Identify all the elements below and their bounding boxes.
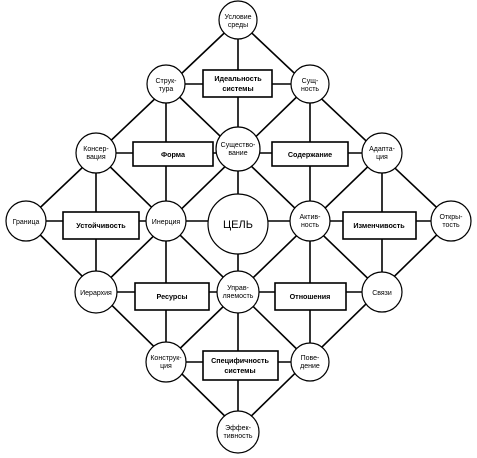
box-stability-label: Устойчивость xyxy=(76,221,126,230)
edge xyxy=(165,152,383,363)
edge xyxy=(95,152,311,363)
node-struct-line2: тура xyxy=(159,86,174,93)
edge xyxy=(25,19,239,222)
node-control-line2: ляемость xyxy=(223,293,254,300)
node-control-line1: Управ- xyxy=(227,285,249,292)
node-activity-line1: Актив- xyxy=(300,214,322,221)
box-relations: Отношения xyxy=(274,282,347,311)
node-essence-line1: Сущ- xyxy=(302,78,319,85)
node-behavior-line2: дение xyxy=(300,363,320,370)
node-adapt: Адапта- ция xyxy=(361,132,403,174)
node-open-line1: Откры- xyxy=(440,214,464,221)
node-effect: Эффек- тивность xyxy=(216,410,260,454)
box-form: Форма xyxy=(132,141,214,167)
node-existence-line2: вание xyxy=(228,150,247,157)
node-struct: Струк- тура xyxy=(146,64,186,104)
node-construct: Конструк- ция xyxy=(145,341,187,383)
node-effect-line1: Эффек- xyxy=(225,425,252,432)
node-inertia-label: Инерция xyxy=(152,219,181,226)
node-env-line2: среды xyxy=(228,22,248,29)
edge xyxy=(25,220,239,430)
node-construct-line1: Конструк- xyxy=(150,355,182,362)
box-relations-label: Отношения xyxy=(290,292,331,301)
edge xyxy=(237,19,452,222)
box-specific: Специфичность системы xyxy=(202,350,279,381)
edge xyxy=(237,220,452,430)
node-struct-line1: Струк- xyxy=(156,78,178,85)
box-resources-label: Ресурсы xyxy=(157,292,188,301)
node-activity-line2: ность xyxy=(301,222,319,229)
center-label: ЦЕЛЬ xyxy=(223,219,253,231)
node-conserv: Консер- вация xyxy=(75,132,117,174)
box-ideal: Идеальность системы xyxy=(202,69,273,98)
edge xyxy=(95,83,311,293)
node-control: Управ- ляемость xyxy=(216,270,260,314)
box-ideal-line2: системы xyxy=(222,84,253,93)
node-essence: Сущ- ность xyxy=(290,64,330,104)
node-links: Связи xyxy=(361,271,403,313)
box-form-label: Форма xyxy=(161,150,186,159)
box-stability: Устойчивость xyxy=(62,211,140,240)
box-resources: Ресурсы xyxy=(134,282,210,311)
node-behavior-line1: Пове- xyxy=(301,355,320,362)
node-open-line2: тость xyxy=(442,222,460,229)
node-effect-line2: тивность xyxy=(224,433,253,440)
box-specific-line1: Специфичность xyxy=(211,356,269,365)
node-conserv-line2: вация xyxy=(86,154,105,161)
box-variability-label: Изменчивость xyxy=(353,221,405,230)
box-variability: Изменчивость xyxy=(342,211,417,240)
node-existence-line1: Существо- xyxy=(221,142,256,149)
node-activity: Актив- ность xyxy=(289,200,331,242)
box-content: Содержание xyxy=(271,141,349,167)
node-conserv-line1: Консер- xyxy=(83,146,109,153)
node-adapt-line1: Адапта- xyxy=(369,146,395,153)
box-specific-line2: системы xyxy=(224,366,255,375)
node-env-line1: Условие xyxy=(224,14,251,21)
box-ideal-line1: Идеальность xyxy=(214,74,262,83)
edge xyxy=(165,83,383,293)
node-border-label: Граница xyxy=(13,219,40,226)
box-content-label: Содержание xyxy=(288,150,332,159)
node-links-label: Связи xyxy=(372,290,392,297)
node-hierarchy-label: Иерархия xyxy=(80,290,112,297)
node-construct-line2: ция xyxy=(160,363,172,370)
center-node: ЦЕЛЬ xyxy=(207,193,269,255)
node-border: Граница xyxy=(5,200,47,242)
node-behavior: Пове- дение xyxy=(290,342,330,382)
node-adapt-line2: ция xyxy=(376,154,388,161)
node-inertia: Инерция xyxy=(145,200,187,242)
node-env: Условие среды xyxy=(218,0,258,40)
node-essence-line2: ность xyxy=(301,86,319,93)
node-hierarchy: Иерархия xyxy=(74,270,118,314)
node-existence: Существо- вание xyxy=(215,126,261,172)
node-open: Откры- тость xyxy=(430,200,472,242)
